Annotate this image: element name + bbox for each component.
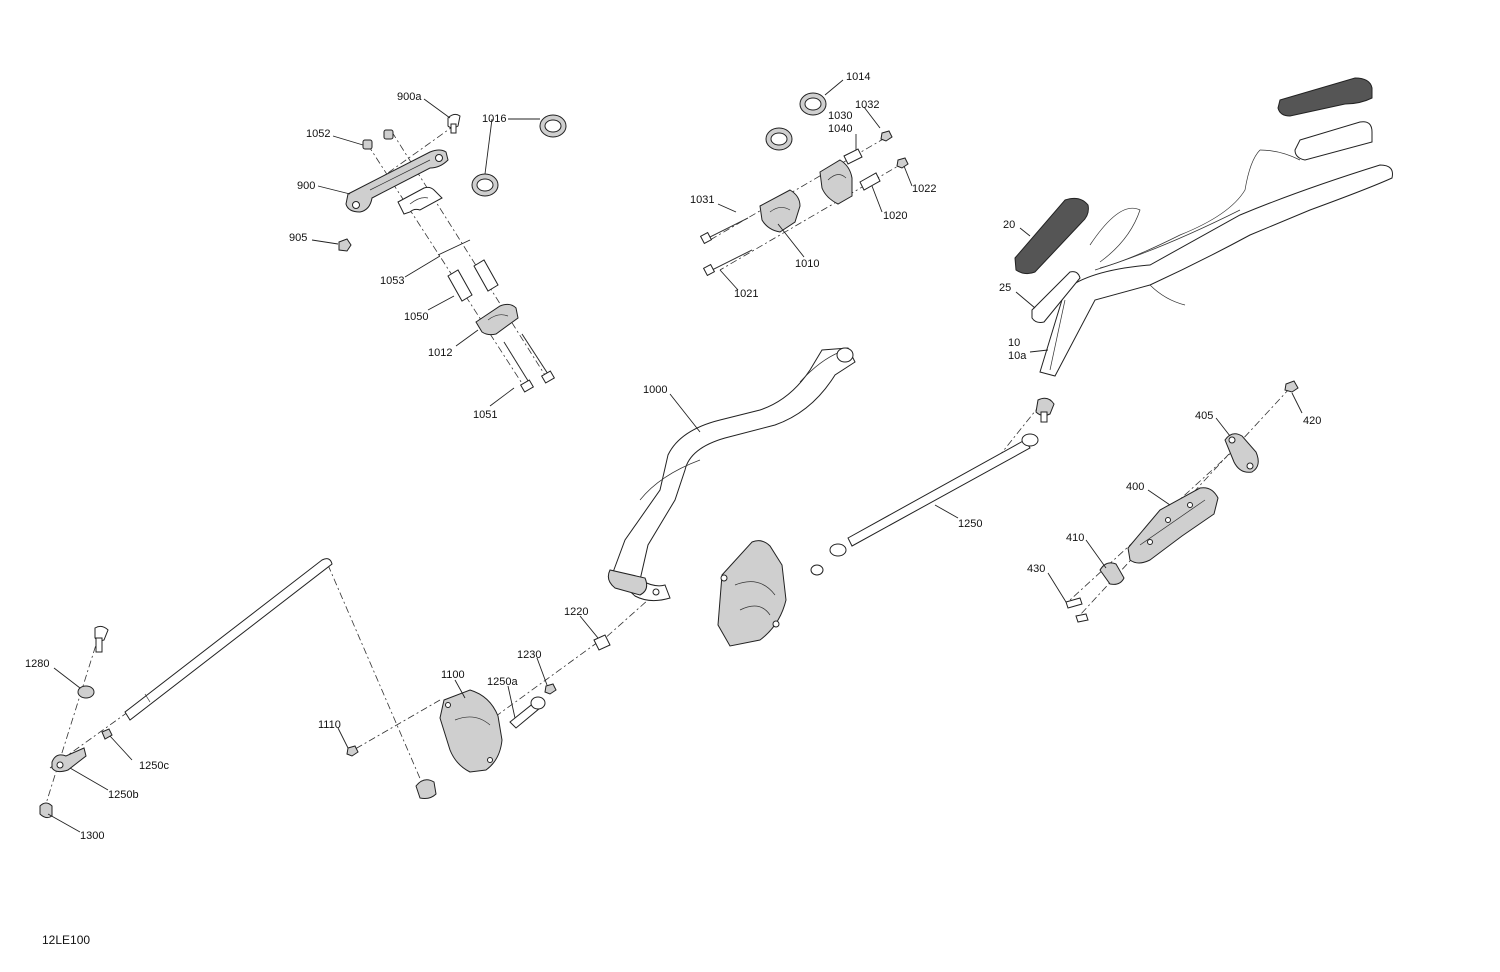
label-1012: 1012 (428, 347, 452, 359)
lower-center-group (346, 634, 611, 799)
handlebar-group (1014, 77, 1393, 377)
lower-left-group (39, 558, 333, 819)
spacer-1050b (473, 259, 499, 292)
sleeve-25 (1031, 271, 1081, 323)
drawing-id: 12LE100 (42, 933, 90, 947)
spacer-1020 (859, 172, 881, 191)
label-1014: 1014 (846, 71, 870, 83)
spacer-1040 (843, 148, 863, 165)
label-1020: 1020 (883, 210, 907, 222)
bushing-lower (415, 779, 437, 799)
label-1051: 1051 (473, 409, 497, 421)
support-400 (1127, 487, 1219, 564)
nut-905 (338, 238, 352, 252)
label-410: 410 (1066, 532, 1084, 544)
label-1230: 1230 (517, 649, 541, 661)
rod-end-top (1021, 433, 1039, 447)
label-25: 25 (999, 282, 1011, 294)
nut-1022 (896, 157, 909, 169)
nut-1052b (383, 129, 394, 140)
rod-end-1250b (51, 747, 87, 773)
label-1110: 1110 (318, 719, 341, 731)
label-1053: 1053 (380, 275, 404, 287)
label-1021: 1021 (734, 288, 758, 300)
label-1250: 1250 (958, 518, 982, 530)
nut-1230 (544, 683, 557, 695)
clamp-1012 (475, 303, 519, 336)
screw-1110 (346, 745, 359, 757)
grip-20 (1014, 197, 1089, 275)
label-1220: 1220 (564, 606, 588, 618)
label-10a: 10a (1008, 350, 1027, 362)
bellcrank-housing (717, 540, 787, 647)
label-1000: 1000 (643, 384, 667, 396)
label-10: 10 (1008, 337, 1020, 349)
label-1016: 1016 (482, 113, 506, 125)
grip-right (1277, 77, 1373, 117)
bolt-430 (1065, 597, 1083, 609)
label-1250b: 1250b (108, 789, 139, 801)
bracket-900 (345, 149, 449, 213)
leader-lines (47, 79, 1303, 833)
label-405: 405 (1195, 410, 1213, 422)
label-900: 900 (297, 180, 315, 192)
support-400-group (1065, 380, 1299, 623)
label-905: 905 (289, 232, 307, 244)
bracket-410 (1099, 562, 1125, 585)
part-labels: 900a 1052 900 905 1016 1053 1050 1012 10… (25, 71, 1321, 947)
clamp-1010-upper (819, 159, 853, 205)
steering-column-1000 (611, 347, 856, 602)
label-1040: 1040 (828, 123, 852, 135)
spacer-1250c (101, 728, 113, 740)
upper-clamp-group (338, 113, 567, 393)
nut-rod (810, 564, 824, 576)
label-1280: 1280 (25, 658, 49, 670)
label-1031: 1031 (690, 194, 714, 206)
washer-1280 (77, 685, 95, 699)
bolt-430b (1075, 613, 1089, 623)
shim-1053 (437, 239, 471, 256)
label-1300: 1300 (80, 830, 104, 842)
nut-1052a (362, 139, 373, 150)
label-1052: 1052 (306, 128, 330, 140)
nut-1032 (880, 130, 893, 142)
bellcrank-group (717, 540, 787, 647)
label-1050: 1050 (404, 311, 428, 323)
ball-joint-stud (1035, 397, 1055, 417)
label-400: 400 (1126, 481, 1144, 493)
label-1250a: 1250a (487, 676, 518, 688)
bolt-420 (1284, 380, 1299, 393)
handlebar-10 (1039, 164, 1393, 377)
label-1100: 1100 (441, 669, 465, 681)
label-1010: 1010 (795, 258, 819, 270)
rod-end-bottom (829, 543, 847, 557)
tie-rod-1250 (847, 439, 1031, 547)
label-1022: 1022 (912, 183, 936, 195)
label-20: 20 (1003, 219, 1015, 231)
label-430: 430 (1027, 563, 1045, 575)
label-900a: 900a (397, 91, 422, 103)
spacer-1050a (447, 269, 473, 302)
steering-column-group (607, 347, 856, 602)
label-1250c: 1250c (139, 760, 169, 772)
center-clamp-group (699, 92, 909, 277)
bellcrank-1100 (439, 689, 503, 773)
clamp-half-top (397, 186, 443, 215)
sleeve-1220 (593, 634, 611, 651)
shaft (124, 558, 333, 721)
clamp-1010 (759, 189, 801, 233)
tie-rod-group (810, 397, 1055, 576)
label-1032: 1032 (855, 99, 879, 111)
label-420: 420 (1303, 415, 1321, 427)
label-1030: 1030 (828, 110, 852, 122)
